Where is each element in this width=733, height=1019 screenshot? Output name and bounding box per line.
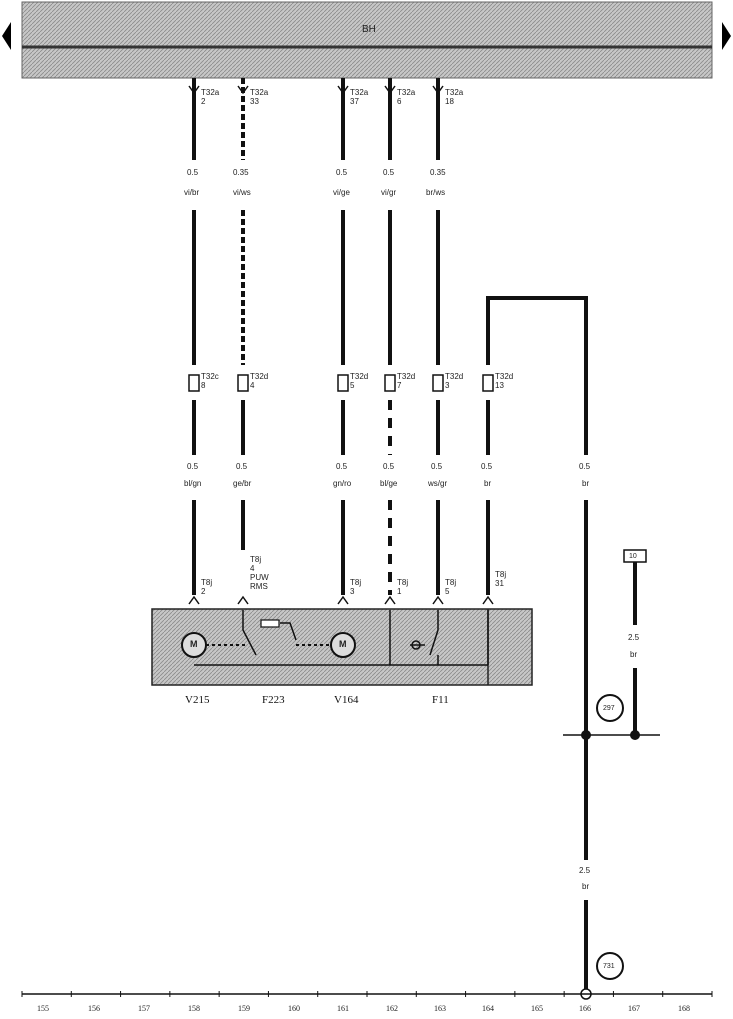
ground-wire-color: br bbox=[582, 479, 590, 488]
wire-1-color-top: vi/br bbox=[184, 188, 200, 197]
column-ticks bbox=[21, 991, 713, 997]
column-number: 167 bbox=[628, 1004, 640, 1013]
branch-terminal-label: 10 bbox=[629, 553, 637, 560]
wire-4-size-bot: 0.5 bbox=[383, 462, 395, 471]
motor-v215-symbol: M bbox=[190, 639, 198, 649]
terminal-box bbox=[623, 549, 647, 563]
component-v215: V215 bbox=[185, 694, 210, 706]
wire-3-color-top: vi/ge bbox=[333, 188, 350, 197]
wire-1-conn-top: T32a bbox=[201, 88, 220, 97]
column-number: 159 bbox=[238, 1004, 250, 1013]
branch-wire-size: 2.5 bbox=[628, 633, 640, 642]
switch-actuator bbox=[411, 640, 421, 650]
wire-6-size-bot: 0.5 bbox=[481, 462, 493, 471]
column-number: 162 bbox=[386, 1004, 398, 1013]
wire-4-size-top: 0.5 bbox=[383, 168, 395, 177]
wire-6-color-bot: br bbox=[484, 479, 492, 488]
ground-point-297 bbox=[596, 694, 624, 722]
ground-trunk-color: br bbox=[582, 882, 590, 891]
column-number: 158 bbox=[188, 1004, 200, 1013]
component-v164: V164 bbox=[334, 694, 359, 706]
wire-3-pin-top: 37 bbox=[350, 97, 359, 106]
column-number: 160 bbox=[288, 1004, 300, 1013]
wire-1-size-top: 0.5 bbox=[187, 168, 199, 177]
wire-4-color-bot: bl/ge bbox=[380, 479, 398, 488]
wire-1-color-bot: bl/gn bbox=[184, 479, 202, 488]
connector-arrows bbox=[188, 85, 494, 605]
column-number: 157 bbox=[138, 1004, 150, 1013]
wire-3-size-top: 0.5 bbox=[336, 168, 348, 177]
wire-5-pin-top: 18 bbox=[445, 97, 454, 106]
junction-dot bbox=[630, 730, 640, 740]
column-number: 156 bbox=[88, 1004, 100, 1013]
column-number: 166 bbox=[579, 1004, 591, 1013]
column-number: 165 bbox=[531, 1004, 543, 1013]
wire-2-pin-top: 33 bbox=[250, 97, 259, 106]
wire-5-conn-top: T32a bbox=[445, 88, 464, 97]
branch-wire-color: br bbox=[630, 650, 638, 659]
wire-2-size-bot: 0.5 bbox=[236, 462, 248, 471]
wire-2-conn-top: T32a bbox=[250, 88, 269, 97]
wire-4-pin-top: 6 bbox=[397, 97, 402, 106]
resistor bbox=[260, 619, 280, 628]
column-number: 163 bbox=[434, 1004, 446, 1013]
wire-5-color-bot: ws/gr bbox=[428, 479, 448, 488]
connector-marks bbox=[188, 374, 494, 392]
wire-6 bbox=[486, 296, 588, 595]
next-page-arrow-icon[interactable] bbox=[722, 22, 731, 50]
wire-3-color-bot: gn/ro bbox=[333, 479, 352, 488]
component-f223: F223 bbox=[262, 694, 285, 706]
switch-f223 bbox=[242, 610, 297, 656]
column-number: 168 bbox=[678, 1004, 690, 1013]
column-number: 161 bbox=[337, 1004, 349, 1013]
previous-page-arrow-icon[interactable] bbox=[2, 22, 11, 50]
ground-point-731-label: 731 bbox=[603, 963, 615, 970]
junction-dot bbox=[581, 730, 591, 740]
wire-3-conn-top: T32a bbox=[350, 88, 369, 97]
wire-2-color-top: vi/ws bbox=[233, 188, 251, 197]
wire-3-size-bot: 0.5 bbox=[336, 462, 348, 471]
column-number: 164 bbox=[482, 1004, 494, 1013]
ground-point-297-label: 297 bbox=[603, 705, 615, 712]
component-f11: F11 bbox=[432, 694, 449, 706]
wire-1-size-bot: 0.5 bbox=[187, 462, 199, 471]
motor-v164 bbox=[330, 632, 356, 658]
motor-v164-symbol: M bbox=[339, 639, 347, 649]
wire-1-pin-top: 2 bbox=[201, 97, 206, 106]
wire-5-color-top: br/ws bbox=[426, 188, 446, 197]
wire-4-color-top: vi/gr bbox=[381, 188, 397, 197]
header-bar bbox=[21, 1, 713, 79]
wire-4-conn-top: T32a bbox=[397, 88, 416, 97]
wire-2-size-top: 0.35 bbox=[233, 168, 249, 177]
ground-trunk-size: 2.5 bbox=[579, 866, 591, 875]
header-label: BH bbox=[362, 24, 376, 35]
wire-2-color-bot: ge/br bbox=[233, 479, 252, 488]
wire-5-size-top: 0.35 bbox=[430, 168, 446, 177]
wire-5-size-bot: 0.5 bbox=[431, 462, 443, 471]
column-number: 155 bbox=[37, 1004, 49, 1013]
ground-point-731 bbox=[596, 952, 624, 980]
ground-wire-size: 0.5 bbox=[579, 462, 591, 471]
